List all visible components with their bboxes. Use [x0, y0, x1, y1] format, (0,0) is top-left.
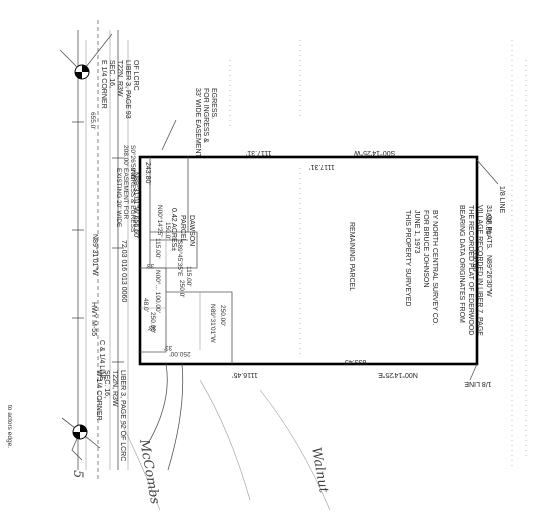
- lower-dist-250d: 250.00': [169, 350, 190, 357]
- west-dist-243: 243.80': [144, 162, 151, 185]
- monument-south-line-2: SEC. 16,: [103, 370, 110, 398]
- right-traces: [229, 40, 527, 470]
- monument-south-line-3: T22N, R3W: [111, 370, 118, 407]
- dawson-dist-250a: 250.0': [178, 280, 185, 298]
- highway-label: HWY M-55: [90, 302, 97, 336]
- lower-dist-250b: 250.00': [149, 312, 156, 333]
- dawson-title-1: DAWSON: [188, 215, 195, 246]
- lower-dist-250c: 250.00': [219, 305, 226, 326]
- monument-south-label: W 1/4 CORNER SEC. 16, T22N, R3W LIBER 3,…: [95, 370, 126, 461]
- north-dist-outer: 1117.31': [246, 149, 272, 156]
- north-dist-inner: 1117.31': [309, 163, 335, 170]
- road-labels: 655.0' HWY M-55 C & 1/4 LINE N89°31'01"W: [89, 112, 105, 381]
- parcel-id: 72 03 016 013 0060: [120, 240, 127, 302]
- monument-north-line-2: SEC. 16,: [108, 60, 115, 88]
- bearing-note-line-4: 31 OF PLATS.: [485, 205, 492, 250]
- easement-20-label: EXISTING 20' WIDE EASEMENT FOR INGRESS &…: [115, 168, 136, 233]
- eighth-line-top: 1/8 LINE: [498, 186, 505, 214]
- monument-north-line-1: E 1/4 CORNER: [100, 60, 107, 109]
- bearing-note-line-1: BEARING DATA ORIGINATES FROM: [458, 205, 465, 323]
- north-bearing: S00°14'25"W: [354, 149, 396, 157]
- survey-note: THIS PROPERTY SURVEYED JUNE 1, 1973 FOR …: [404, 210, 438, 325]
- easement-33-line-1: 33' WIDE EASEMENT: [194, 88, 201, 159]
- bearing-note-line-3: VILLAGE RECORDED IN LIBER 7, PAGE: [476, 205, 483, 336]
- margin-text: to actors edge.: [6, 405, 13, 448]
- handwritten-mccombs: McCombs: [136, 437, 162, 506]
- monument-north-label: E 1/4 CORNER SEC. 16, T22N, R3W LIBER 3,…: [100, 60, 139, 119]
- easement-33-line-3: EGRESS.: [210, 88, 217, 119]
- easement-dist-208: 208.00': [122, 145, 129, 166]
- boundary-labels: S00°14'25"W 1117.31' 1117.31' 833.45' N0…: [120, 149, 505, 387]
- east-dist-outer: 656.80': [484, 213, 491, 236]
- south-dist-inner: 833.45': [344, 358, 367, 365]
- lower-bearing-south: N89°31'01"W: [209, 304, 217, 344]
- east-bearing: N89°26'30"W: [485, 255, 493, 297]
- dawson-dist-100: N00°... 100.00': [154, 270, 162, 313]
- dawson-title-2: PARCEL: [179, 215, 186, 243]
- monument-south: W 1/4 CORNER SEC. 16, T22N, R3W LIBER 3,…: [61, 370, 126, 461]
- monument-north-line-5: OF LCRC: [132, 60, 139, 91]
- lower-roads: [119, 363, 331, 511]
- dawson-dist-150: 150.0': [164, 222, 171, 240]
- main-parcel-boundary: [138, 155, 479, 366]
- survey-note-line-4: BY NORTH CENTRAL SURVEY CO.: [431, 210, 438, 325]
- monument-south-line-4: LIBER 3, PAGE 92 OF LCRC: [119, 370, 126, 461]
- dawson-dist-115b: 115.00': [185, 266, 192, 287]
- monument-north-line-4: LIBER 3, PAGE 93: [124, 60, 131, 119]
- remaining-parcel-label: REMAINING PARCEL: [348, 222, 355, 291]
- dawson-title-3: 0.42 ACRES±: [170, 208, 177, 251]
- monument-north: E 1/4 CORNER SEC. 16, T22N, R3W LIBER 3,…: [59, 33, 139, 119]
- easement-20-line-1: EXISTING 20' WIDE: [115, 168, 122, 228]
- west-bearing: N89°31'01"W 656.60': [132, 172, 140, 238]
- eighth-line-bottom-leader: [469, 363, 478, 381]
- dawson-bearing-2: S89°45'35"E: [176, 240, 184, 277]
- survey-note-line-1: THIS PROPERTY SURVEYED: [404, 210, 411, 306]
- eighth-line-bottom: 1/8 LINE: [464, 380, 492, 387]
- south-bearing: N00°14'25"E: [378, 371, 418, 379]
- easement-33-leader: [161, 119, 177, 151]
- easement-33-line-2: FOR INGRESS &: [202, 88, 209, 143]
- dawson-dist-115a: 115.00': [154, 238, 161, 259]
- bearing-note-line-2: THE RECORDED PLAT OF EDERWOOD: [467, 205, 474, 335]
- south-dist-outer: 1116.45': [232, 371, 258, 378]
- lower-dist-48: 48.0': [142, 298, 149, 312]
- monument-south-line-1: W 1/4 CORNER: [95, 370, 102, 421]
- east-dist-inner: 656.80': [471, 250, 478, 273]
- easement-20-line-2: EASEMENT FOR: [122, 168, 129, 219]
- lower-dist-33b: 33': [148, 324, 156, 331]
- survey-note-line-3: FOR BRUCE JOHNSON: [422, 210, 429, 287]
- easement-33-label: 33' WIDE EASEMENT FOR INGRESS & EGRESS.: [194, 88, 217, 159]
- dawson-parcel: DAWSON PARCEL 0.42 ACRES± N00°14'25" 150…: [149, 157, 198, 313]
- lower-dist-33a: 33': [146, 262, 154, 269]
- highway-corridor: [72, 20, 129, 480]
- easement-20-line-3: INGRESS & EGRESS: [129, 168, 136, 233]
- lower-lots: 48.0' 250.00' 250.00' 250.00' N89°31'01"…: [140, 262, 233, 364]
- road-dist-north: 655.0': [89, 112, 96, 130]
- road-bearing: N89°31'01"W: [91, 234, 99, 276]
- eighth-line-top-leader: [476, 159, 499, 185]
- easement-bearing-208: S0°26'59"W: [129, 145, 137, 181]
- centerline-label: C & 1/4 LINE: [98, 340, 105, 381]
- lower-dist-33c: 33': [164, 344, 172, 351]
- bearing-note: BEARING DATA ORIGINATES FROM THE RECORDE…: [458, 205, 492, 336]
- dawson-bearing-1: N00°14'25": [156, 205, 164, 238]
- handwritten-five: 5: [70, 470, 85, 478]
- survey-note-line-2: JUNE 1, 1973: [413, 210, 420, 254]
- monument-north-line-3: T22N, R3W: [116, 60, 123, 97]
